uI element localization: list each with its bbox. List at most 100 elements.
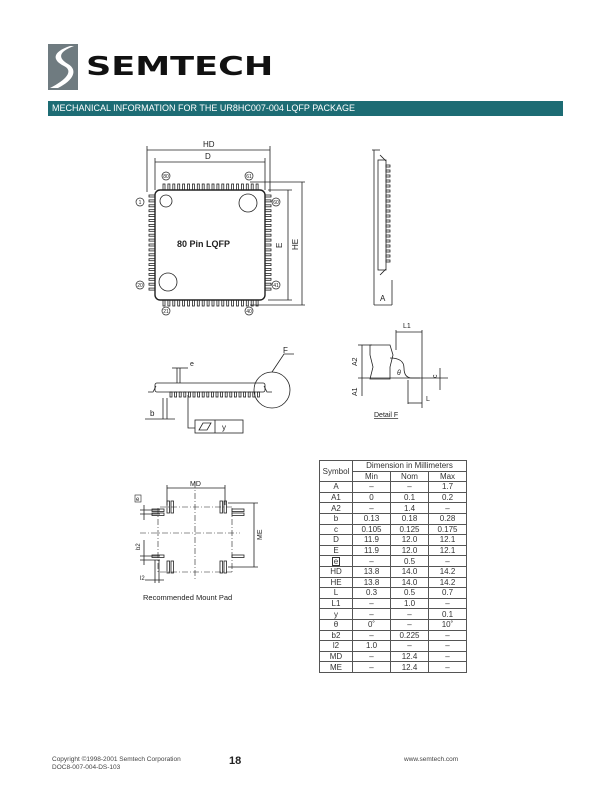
dim-md-label: MD [190,481,201,488]
cell-text: HE [330,577,342,587]
dim-l-label: L [426,396,430,403]
header-max: Max [428,470,467,483]
pin [385,209,391,213]
pin [250,299,254,307]
pin [148,214,156,218]
pin [148,238,156,242]
cell-text: 14.0 [401,577,418,587]
cell-text: HD [330,567,342,577]
pin [172,183,176,191]
pin [148,268,156,271]
top-view-drawing [135,146,305,316]
cell-text: b [333,514,339,524]
cell-text: – [445,651,450,661]
value-cell: – [352,650,391,663]
website-link[interactable]: www.semtech.com [404,756,459,763]
symbol-cell: HE [319,576,353,589]
cell-text: l2 [332,641,340,651]
cell-text: – [407,482,412,492]
value-cell: 14.0 [390,565,429,578]
value-cell: – [352,661,391,673]
value-cell: – [390,608,429,620]
pin [201,391,205,398]
pin [264,253,272,257]
value-cell: 0.105 [352,523,391,536]
pin [385,224,391,228]
dim-c-label: c [432,374,439,378]
cell-text: – [445,641,450,651]
pin [148,228,156,232]
table-row: y––0.1 [319,608,467,620]
ejector-mark [238,193,258,213]
cell-text: A [333,482,339,492]
semtech-logo-icon [48,44,78,90]
pin [182,183,186,191]
cell-text: A1 [331,493,341,503]
dim-d-label: D [205,152,211,161]
pin [148,209,156,213]
copyright-text: Copyright ©1998-2001 Semtech Corporation [52,756,181,763]
value-cell: 1.7 [428,481,467,493]
pin [226,299,230,307]
cell-text: – [369,556,374,566]
pin [206,391,210,398]
pin [264,214,272,218]
mount-pad [219,560,223,574]
value-cell: 14.0 [390,576,429,589]
pin [196,183,200,191]
dim-me-label: ME [257,529,264,540]
pin-label-41: 41 [273,283,279,289]
pin [264,228,272,232]
pin [385,244,391,248]
value-cell: – [428,502,467,514]
pin [174,391,178,398]
cell-text: 0.13 [363,514,380,524]
pin [385,174,391,178]
dim-a-label: A [380,294,386,303]
pin [264,258,272,262]
value-cell: 13.8 [352,576,391,589]
pin [240,299,244,307]
detail-f-title: Detail F [374,412,398,419]
pin-label-40: 40 [246,309,252,315]
value-cell: 0.3 [352,587,391,599]
pin [148,277,156,281]
value-cell: – [428,650,467,663]
cell-text: 12.1 [439,535,456,545]
detail-marker-label: F [283,346,288,355]
value-cell: 12.1 [428,534,467,546]
dimension-table: Symbol Dimension in Millimeters Min Nom … [319,459,467,673]
value-cell: 14.2 [428,576,467,589]
pin [255,183,259,191]
value-cell: 0˚ [352,618,391,631]
dim-e-pitch-label: e [190,361,194,368]
pin [183,391,187,398]
pin [211,183,215,191]
pin [187,391,191,398]
pin [191,183,195,191]
symbol-cell: e [319,555,353,567]
pin [206,183,210,191]
pin [148,243,156,247]
pin [255,299,259,307]
pin [245,183,249,191]
pin [264,282,272,286]
pin [216,183,220,191]
pin [385,254,391,258]
pin [148,272,156,276]
value-cell: 0.1 [428,608,467,620]
symbol-cell: b2 [319,629,353,642]
dim-e-label: E [275,243,284,248]
value-cell: – [352,555,391,567]
symbol-cell: L1 [319,597,353,610]
pin [250,183,254,191]
pin [385,164,391,168]
cell-text: e [331,556,341,566]
value-cell: 0.225 [390,629,429,642]
symbol-cell: HD [319,565,353,578]
cell-text: D [333,535,339,545]
cell-text: 12.0 [401,546,418,556]
